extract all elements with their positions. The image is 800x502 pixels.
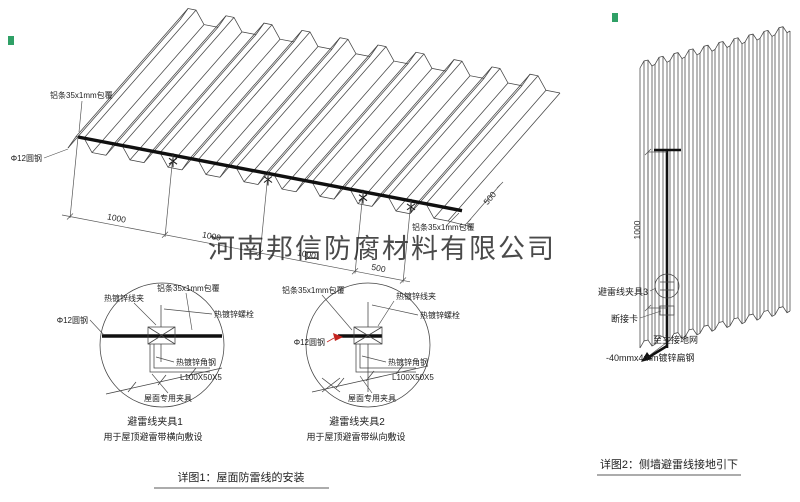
label-galv-wire-clip-1: 热镀锌线夹 (104, 293, 144, 303)
label-round-steel-d2-red: Φ12圆钢 (294, 337, 325, 347)
dim-1000-a: 1000 (106, 211, 127, 224)
label-round-steel-d1: Φ12圆钢 (57, 315, 88, 325)
fig1-detail2-clamp: 铝条35x1mm包覆 热镀锌线夹 热镀锌螺栓 Φ12圆钢 热镀锌角钢 L100X… (282, 282, 460, 442)
dim-wall-1000: 1000 (632, 220, 642, 239)
dim-1000-c: 1000 (296, 247, 317, 260)
label-angle-spec-1: L100X50X5 (180, 373, 222, 382)
label-aluminium-strip-d1: 铝条35x1mm包覆 (157, 283, 220, 293)
roof-dimension-lines (61, 136, 504, 284)
detail2-subtitle: 用于屋顶避雷带纵向敷设 (306, 431, 405, 442)
label-galv-bolt-1: 热镀锌螺栓 (214, 309, 254, 319)
ground-arrowhead (641, 352, 652, 362)
label-aluminium-strip-d2: 铝条35x1mm包覆 (282, 285, 345, 295)
lightning-wire (77, 135, 463, 213)
roof-leader-lines (43, 100, 460, 227)
detail1-title: 避雷线夹具1 (127, 415, 183, 428)
label-galv-wire-clip-2: 热镀锌线夹 (396, 291, 436, 301)
green-mark-left (8, 36, 14, 45)
label-galv-bolt-2: 热镀锌螺栓 (420, 310, 460, 320)
detail2-clamp-parts (311, 302, 429, 393)
label-wall-clamp3: 避雷线夹具3 (598, 286, 648, 297)
label-round-steel: Φ12圆钢 (11, 153, 42, 163)
fig2-leader-lines (639, 287, 667, 356)
fig1-caption: 详图1：屋面防雷线的安装 (177, 470, 304, 484)
label-aluminium-strip-right: 铝条35x1mm包覆 (412, 222, 475, 232)
detail1-subtitle: 用于屋顶避雷带横向敷设 (103, 431, 202, 442)
green-mark-right (612, 13, 618, 22)
wall-clamp-detail (654, 273, 680, 316)
dim-500: 500 (371, 262, 387, 275)
fig2-wall-drawing: 1000 避雷线夹具3 断接卡 至主接地网 -40mmx4mm镀锌扁钢 详图2：… (597, 26, 791, 476)
wall-dimension (644, 148, 667, 312)
red-arrowhead (333, 333, 343, 341)
corrugated-wall-sheet (639, 26, 791, 349)
label-angle-spec-2: L100X50X5 (392, 373, 434, 382)
corrugated-roof-sheet (67, 8, 561, 222)
detail1-clamp-parts (105, 305, 223, 395)
company-watermark: 河南邦信防腐材料有限公司 (208, 234, 556, 264)
fig1-detail1-clamp: 热镀锌线夹 铝条35x1mm包覆 热镀锌螺栓 Φ12圆钢 热镀锌角钢 L100X… (57, 282, 254, 442)
fig1-roof-drawing: 1000 1000 1000 500 500 铝条35x1mm包覆 Φ12圆钢 … (11, 8, 561, 284)
label-angle-steel-1: 热镀锌角钢 (176, 357, 216, 367)
detail2-leader-lines (321, 294, 419, 394)
label-roof-fixture-2: 屋面专用夹具 (348, 393, 396, 403)
label-flat-steel: -40mmx4mm镀锌扁钢 (606, 352, 695, 363)
label-angle-steel-2: 热镀锌角钢 (388, 357, 428, 367)
detail2-title: 避雷线夹具2 (329, 415, 385, 428)
red-leader (326, 337, 335, 343)
fig2-caption: 详图2：侧墙避雷线接地引下 (600, 457, 738, 471)
wall-bottom-edge (639, 306, 791, 349)
detail1-leader-lines (89, 292, 213, 394)
label-disconnector: 断接卡 (611, 313, 638, 324)
dim-1000-b: 1000 (201, 229, 222, 242)
label-aluminium-strip-left: 铝条35x1mm包覆 (50, 90, 113, 100)
wall-top-edge (639, 26, 791, 69)
detail1-circle (99, 282, 225, 408)
label-roof-fixture-1: 屋面专用夹具 (144, 393, 192, 403)
label-to-ground-grid: 至主接地网 (653, 334, 698, 345)
detail2-circle (305, 282, 431, 408)
